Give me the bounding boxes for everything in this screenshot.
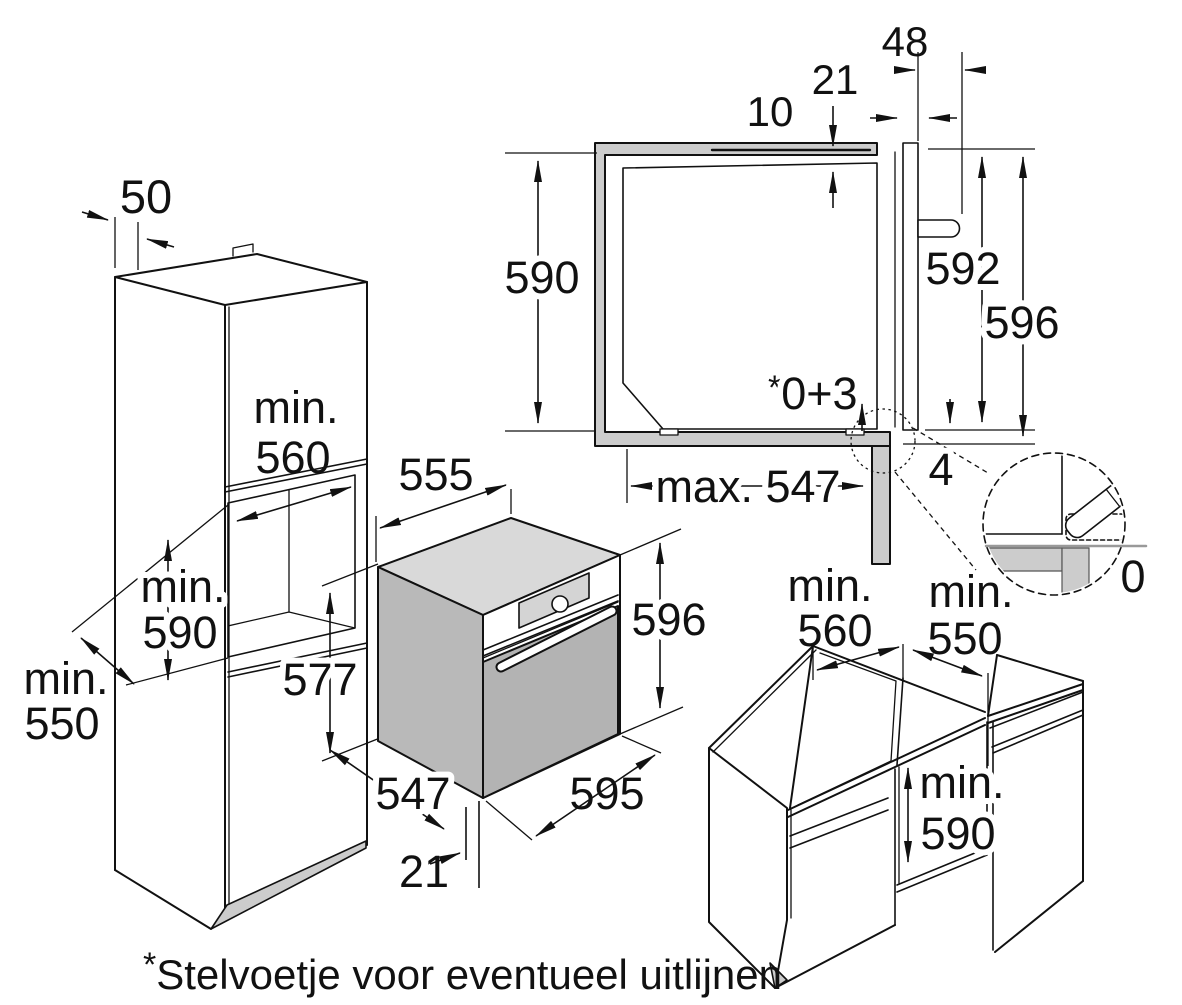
footnote-text: Stelvoetje voor eventueel uitlijnen: [156, 951, 782, 998]
dim-section-niche-height-label: 590: [504, 252, 579, 303]
base-cabinet-view: [708, 645, 1084, 989]
foot-detail-callout: [850, 408, 916, 474]
left-drawer-line: [789, 797, 889, 837]
adjacent-panel: [871, 445, 891, 565]
dim-oven-width-label: 595: [569, 768, 644, 819]
dim-niche-height-prefix: min.: [140, 561, 225, 612]
adjustable-foot: [1064, 483, 1123, 539]
dim-niche-width-label: 560: [255, 432, 330, 483]
lower-door-top: [227, 642, 368, 673]
dim-max-depth-label: max. 547: [655, 461, 840, 512]
base-cabinet-dims: [812, 644, 989, 863]
oven-foot-right: [845, 428, 865, 436]
dim-top-clearance-label: 10: [747, 88, 794, 135]
dim-base-worktop-depth-label: 550: [927, 613, 1002, 664]
right-drawer-top: [989, 691, 1084, 729]
dim-height-596-label: 596: [984, 297, 1059, 348]
cabinet-top-face: [114, 253, 368, 306]
niche-floor: [896, 847, 988, 886]
plinth: [210, 840, 367, 930]
dim-base-niche-width-label: 560: [797, 605, 872, 656]
section-dims: [505, 52, 1035, 571]
tall-cabinet-dims: [71, 210, 381, 762]
foot-adjust-value: 0+3: [781, 368, 857, 419]
cabinet-section-profile: [594, 142, 891, 447]
section-handle: [917, 219, 961, 238]
dim-oven-front-frame-label: 21: [399, 846, 449, 897]
dim-oven-depth-label: 555: [398, 449, 473, 500]
dim-top-gap-label: 50: [120, 170, 172, 223]
control-knob: [551, 595, 569, 613]
dim-base-niche-width-prefix: min.: [787, 560, 872, 611]
dim-niche-depth-prefix: min.: [23, 653, 108, 704]
dim-detail-gap-label: 0: [1120, 551, 1145, 602]
dim-door-thickness-label: 21: [812, 56, 859, 103]
section-view: [594, 142, 961, 565]
footnote: *Stelvoetje voor eventueel uitlijnen: [143, 946, 782, 998]
oven-section-door: [902, 142, 919, 431]
dim-handle-clearance-label: 48: [882, 18, 929, 65]
dim-oven-front-height-label: 596: [631, 594, 706, 645]
dim-oven-body-height-label: 577: [282, 654, 357, 705]
dim-base-niche-height-label: 590: [920, 808, 995, 859]
oven-section-body: [622, 162, 878, 430]
niche-opening: [227, 474, 356, 658]
dim-niche-height-label: 590: [142, 607, 217, 658]
wall-rail-notch: [232, 243, 254, 257]
dim-base-niche-height-prefix: min.: [919, 757, 1004, 808]
upper-door-bottom: [224, 458, 368, 488]
foot-adjust-marker: *: [768, 369, 781, 407]
dim-base-worktop-depth-prefix: min.: [928, 566, 1013, 617]
dim-niche-depth-label: 550: [24, 698, 99, 749]
dim-niche-width-prefix: min.: [253, 382, 338, 433]
oven-dims: [329, 484, 684, 888]
oven-view: [377, 517, 621, 799]
dim-bottom-gap-label: 4: [928, 444, 953, 495]
dim-foot-adjust-label: *0+3: [768, 368, 858, 419]
oven-foot-left: [659, 428, 679, 436]
foot-detail-lens: [982, 452, 1148, 596]
footnote-marker: *: [143, 946, 156, 984]
end-panel: [708, 747, 788, 989]
dim-height-592-label: 592: [925, 243, 1000, 294]
dim-oven-body-depth-label: 547: [375, 768, 450, 819]
